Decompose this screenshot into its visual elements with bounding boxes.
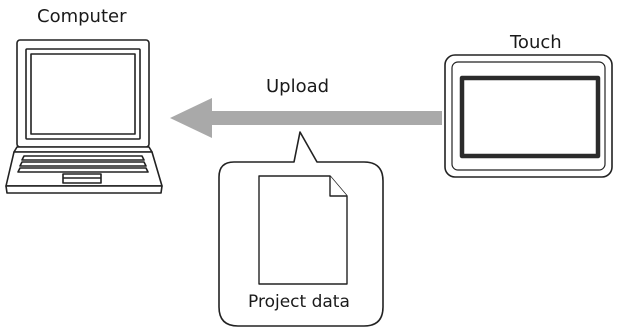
laptop-icon xyxy=(5,39,163,194)
upload-label: Upload xyxy=(266,76,330,97)
project-data-label: Project data xyxy=(248,292,350,312)
upload-arrow-icon xyxy=(170,98,442,138)
touch-label: Touch xyxy=(510,32,562,53)
computer-label: Computer xyxy=(37,6,127,27)
document-icon xyxy=(258,175,348,285)
touch-panel-icon xyxy=(444,54,613,178)
